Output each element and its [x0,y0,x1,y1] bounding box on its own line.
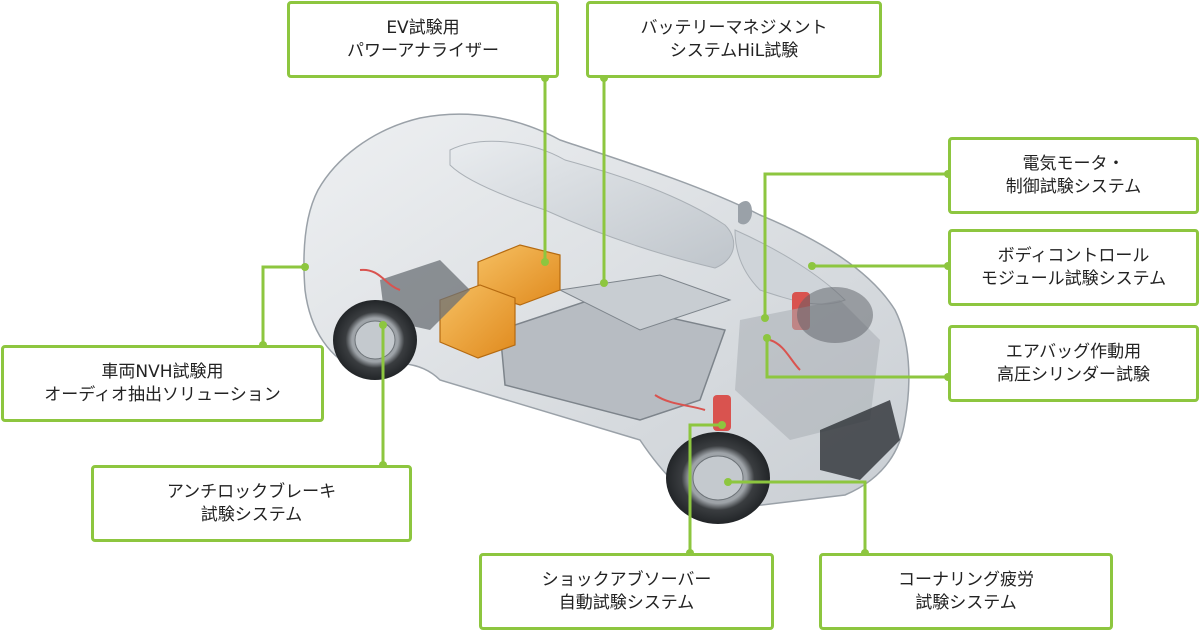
rear-wheel [333,300,417,380]
dot-ev-power-analyzer-end [541,258,549,266]
label-nvh-audio: 車両NVH試験用 オーディオ抽出ソリューション [1,345,324,422]
rear-inverter-orange [439,284,516,359]
label-airbag: エアバッグ作動用 高圧シリンダー試験 [948,325,1199,402]
connector-airbag [765,338,948,379]
label-motor-control-line1: 電気モータ・ [1022,153,1125,174]
label-abs-line1: アンチロックブレーキ [166,481,337,502]
label-ev-power-analyzer-line2: パワーアナライザー [347,40,499,61]
connector-cornering-fatigue [728,480,867,553]
dot-body-control-end [808,262,816,270]
label-bms-hil-line1: バッテリーマネジメント [640,17,828,38]
label-airbag-line2: 高圧シリンダー試験 [997,364,1150,385]
dot-motor-control-end [761,314,769,322]
dot-airbag-end [763,334,771,342]
side-mirror [738,200,752,225]
dot-cornering-fatigue-start [724,478,732,486]
label-abs-line2: 試験システム [200,504,303,525]
wiring-harness [359,268,801,411]
label-body-control-line2: モジュール試験システム [980,268,1167,289]
label-bms-hil-line2: システムHiL試験 [669,40,799,61]
label-nvh-audio-line1: 車両NVH試験用 [101,361,224,382]
connector-dots [259,74,952,557]
dot-nvh-audio-start [301,263,309,271]
label-cornering-fatigue: コーナリング疲労 試験システム [819,553,1113,630]
front-wheel [666,432,770,524]
label-motor-control-line2: 制御試験システム [1005,176,1142,197]
label-body-control: ボディコントロール モジュール試験システム [948,229,1199,306]
dot-shock-absorber-start [718,421,726,429]
front-grille [820,400,900,480]
label-cornering-fatigue-line1: コーナリング疲労 [898,569,1034,590]
label-ev-power-analyzer-line1: EV試験用 [386,17,460,38]
label-shock-absorber-line2: 自動試験システム [558,592,695,613]
connector-motor-control [763,172,948,318]
dot-bms-hil-end [600,279,608,287]
connector-shock-absorber [688,423,722,553]
label-abs: アンチロックブレーキ 試験システム [91,465,412,542]
label-body-control-line1: ボディコントロール [997,245,1150,266]
dot-abs-start [379,321,387,329]
front-right-arch [797,287,873,343]
label-motor-control: 電気モータ・ 制御試験システム [948,137,1199,214]
label-cornering-fatigue-line2: 試験システム [915,592,1017,613]
label-shock-absorber-line1: ショックアブソーバー [541,569,712,590]
battery-pack-top [558,274,732,331]
connector-lines [261,78,948,553]
label-ev-power-analyzer: EV試験用 パワーアナライザー [287,1,559,78]
connector-nvh-audio [261,265,305,345]
car-roof-glass [449,140,735,269]
label-shock-absorber: ショックアブソーバー 自動試験システム [479,553,774,630]
label-nvh-audio-line2: オーディオ抽出ソリューション [44,384,281,405]
label-bms-hil: バッテリーマネジメント システムHiL試験 [586,1,882,78]
label-airbag-line1: エアバッグ作動用 [1005,341,1142,362]
